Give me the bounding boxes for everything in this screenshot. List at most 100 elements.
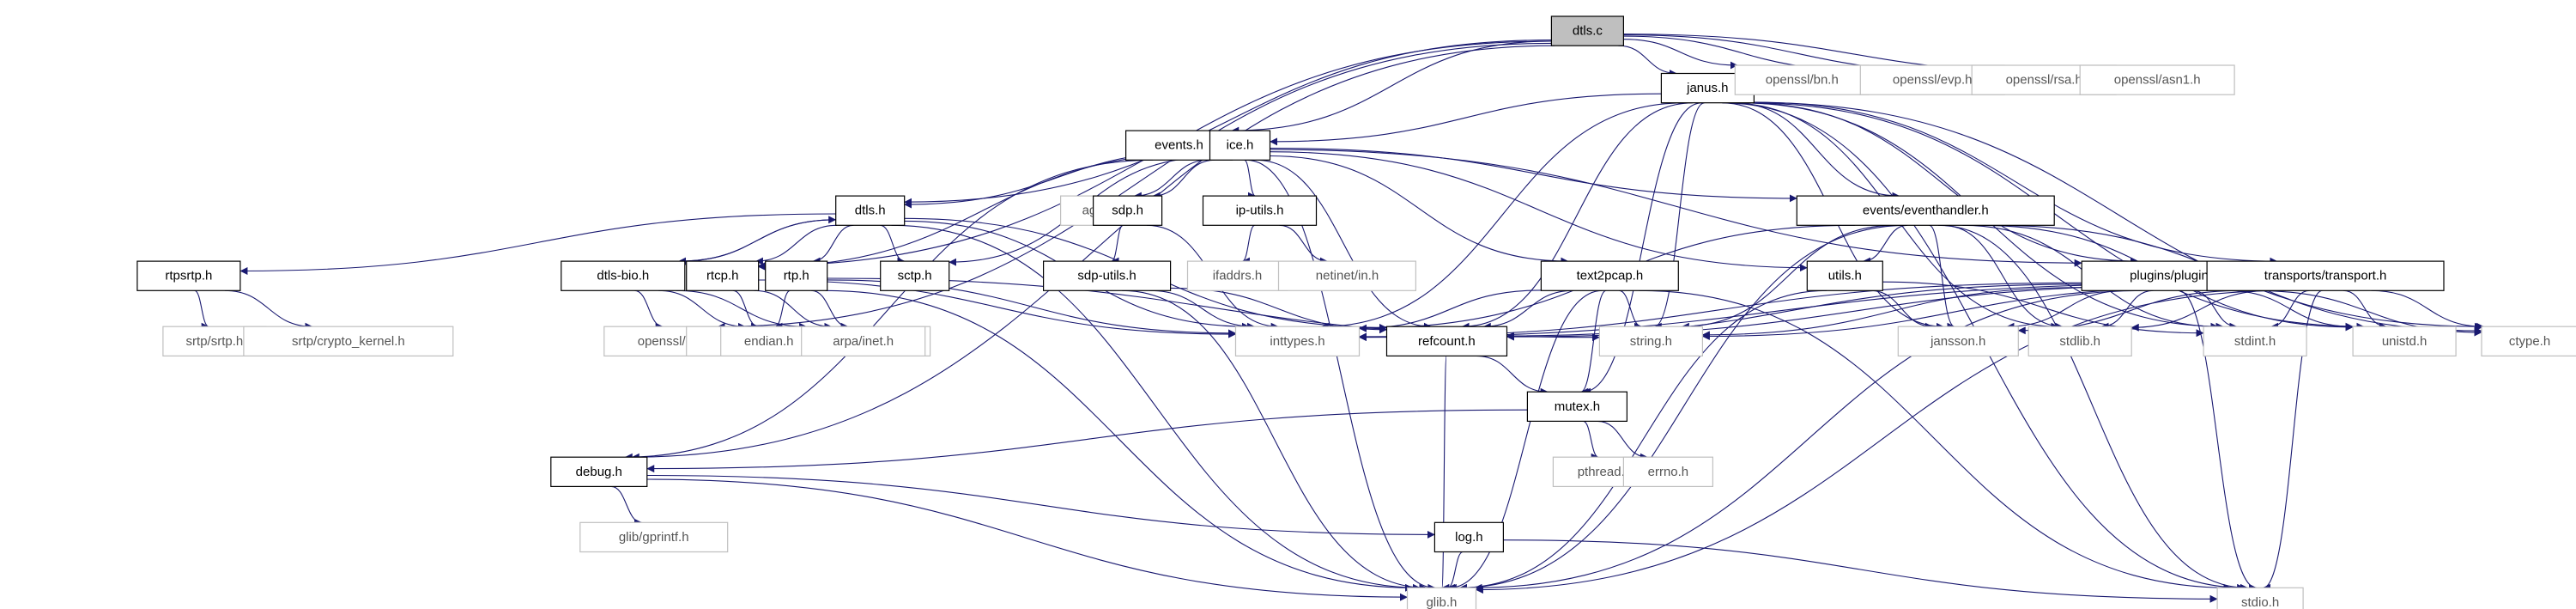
node-box-ifaddrs-h [1186,260,1288,291]
node-sdp-h[interactable]: sdp.h [1092,195,1163,226]
node-arpa-inet-h: arpa/inet.h [801,326,926,357]
node-box-transport-h [2206,260,2445,291]
node-label-debug-h: debug.h [576,465,622,479]
node-rtpsrtp-h[interactable]: rtpsrtp.h [136,260,241,291]
node-box-arpa-inet-h [801,326,926,357]
edge-text2pcap-h-to-mutex-h [1580,289,1607,396]
node-dtls-h[interactable]: dtls.h [835,195,906,226]
edge-text2pcap-h-to-string-h [1619,289,1643,331]
edge-dtls-bio-h-to-openssl-ssl [676,289,808,331]
node-rtcp-h[interactable]: rtcp.h [686,260,760,291]
node-dtls-c[interactable]: dtls.c [1550,15,1625,46]
node-label-text2pcap-h: text2pcap.h [1577,269,1644,283]
edge-dtls-bio-h-to-openssl-opensslv [658,289,746,331]
node-label-endian-h: endian.h [744,334,794,349]
edge-janus-h-to-ctype-h [1754,101,2482,331]
node-label-janus-h: janus.h [1686,81,1728,95]
edge-ice-h-to-sdp-h [1152,159,1215,200]
edge-janus-h-to-unistd-h [1748,102,2365,331]
node-label-openssl-asn1: openssl/asn1.h [2114,73,2201,88]
node-box-jansson-h [1897,326,2019,357]
node-refcount-h[interactable]: refcount.h [1385,326,1508,357]
node-box-rtp-h [765,260,828,291]
node-label-refcount-h: refcount.h [1418,334,1476,349]
edge-dtls-h-to-rtp-h [812,224,854,265]
edge-transport-h-to-stdlib-h [2131,289,2270,332]
edge-text2pcap-h-to-stdio-h [1639,289,2232,592]
node-box-stdio-h [2216,587,2304,609]
node-box-debug-h [550,456,648,488]
node-debug-h[interactable]: debug.h [550,456,648,488]
node-sdp-utils-h[interactable]: sdp-utils.h [1042,260,1172,291]
edge-mutex-h-to-debug-h [646,409,1528,473]
node-openssl-asn1: openssl/asn1.h [2079,64,2235,95]
node-ice-h[interactable]: ice.h [1209,130,1271,161]
node-label-ifaddrs-h: ifaddrs.h [1213,269,1263,283]
node-box-rtcp-h [686,260,760,291]
edge-eventhandler-h-to-utils-h [1862,224,1908,265]
node-box-errno-h [1622,456,1714,488]
node-rtp-h[interactable]: rtp.h [765,260,828,291]
node-box-rtpsrtp-h [136,260,241,291]
node-label-stdio-h: stdio.h [2241,595,2279,609]
edge-debug-h-to-log-h [646,474,1435,539]
node-ip-utils-h[interactable]: ip-utils.h [1202,195,1318,226]
node-eventhandler-h[interactable]: events/eventhandler.h [1796,195,2055,226]
node-box-text2pcap-h [1540,260,1679,291]
edge-text2pcap-h-to-refcount-h [1482,289,1573,331]
edge-events-h-to-debug-h [624,159,1154,461]
node-box-sdp-h [1092,195,1163,226]
node-label-srtp-crypto-h: srtp/crypto_kernel.h [292,334,405,349]
node-transport-h[interactable]: transports/transport.h [2206,260,2445,291]
node-label-glib-h: glib.h [1426,595,1457,609]
node-box-netinet-in-h [1277,260,1416,291]
node-box-openssl-asn1 [2079,64,2235,95]
node-label-stdlib-h: stdlib.h [2059,334,2100,349]
edge-dtls-h-to-rtpsrtp-h [239,213,836,275]
node-ifaddrs-h: ifaddrs.h [1186,260,1288,291]
node-box-sdp-utils-h [1042,260,1172,291]
edge-ice-h-to-plugin-h [1270,149,2082,267]
edge-dtls-c-to-debug-h [631,45,1555,461]
edge-rtpsrtp-h-to-srtp-crypto-h [224,289,313,331]
edge-ice-h-to-agent-h [1133,159,1210,200]
node-box-glib-h [1406,587,1477,609]
node-box-stdint-h [2203,326,2307,357]
node-log-h[interactable]: log.h [1433,521,1505,553]
edge-janus-h-to-mutex-h [1582,102,1702,396]
node-endian-h: endian.h [720,326,818,357]
node-netinet-in-h: netinet/in.h [1277,260,1416,291]
edge-dtls-h-to-rtcp-h [755,224,838,265]
node-unistd-h: unistd.h [2352,326,2457,357]
edge-dtls-c-to-events-h [1231,40,1552,135]
edge-text2pcap-h-to-glib-h [1448,289,1603,592]
node-mutex-h[interactable]: mutex.h [1526,391,1628,423]
edge-janus-h-to-transport-h [1754,101,2278,265]
edge-ice-h-to-text2pcap-h [1270,155,1569,265]
edge-dtls-c-to-janus-h [1618,45,1677,77]
edge-transport-h-to-unistd-h [2343,289,2387,331]
node-label-ice-h: ice.h [1227,138,1254,153]
node-text2pcap-h[interactable]: text2pcap.h [1540,260,1679,291]
edge-mutex-h-to-pthread-h [1583,420,1599,461]
edge-dtls-c-to-dtls-h [904,40,1552,206]
node-box-openssl-bn [1734,64,1870,95]
node-box-dtls-bio-h [561,260,686,291]
node-label-plugin-h: plugins/plugin.h [2130,269,2219,283]
edge-sdp-h-to-sdp-utils-h [1111,224,1124,265]
node-label-openssl-rsa: openssl/rsa.h [2006,73,2082,88]
node-utils-h[interactable]: utils.h [1806,260,1883,291]
node-label-inttypes-h: inttypes.h [1270,334,1324,349]
edge-janus-h-to-string-h [1653,102,1705,331]
node-sctp-h[interactable]: sctp.h [880,260,950,291]
node-ctype-h: ctype.h [2481,326,2576,357]
node-dtls-bio-h[interactable]: dtls-bio.h [561,260,686,291]
node-stdio-h: stdio.h [2216,587,2304,609]
node-errno-h: errno.h [1622,456,1714,488]
node-label-string-h: string.h [1630,334,1672,349]
edge-rtcp-h-to-inttypes-h [758,279,1236,338]
node-box-glib-gprintf-h [579,521,729,553]
node-openssl-bn: openssl/bn.h [1734,64,1870,95]
node-label-unistd-h: unistd.h [2382,334,2428,349]
node-box-utils-h [1806,260,1883,291]
